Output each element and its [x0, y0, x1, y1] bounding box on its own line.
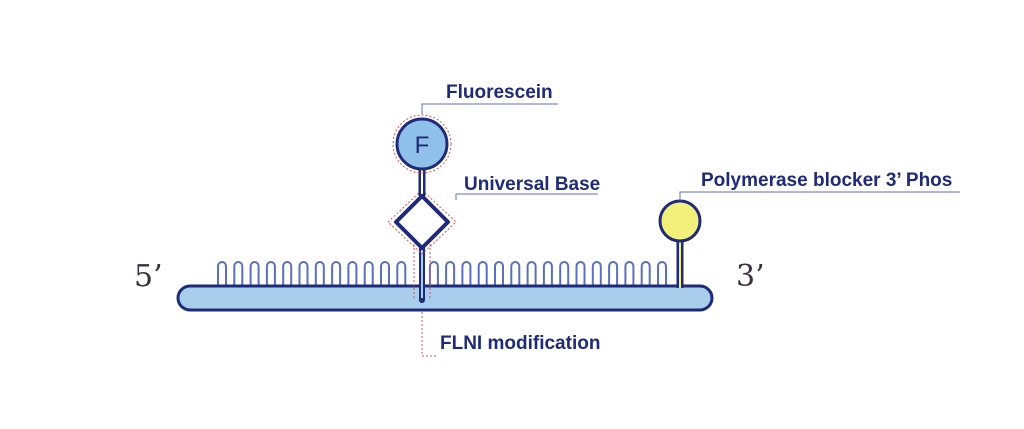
flni-guide-line — [421, 312, 436, 357]
fluorescein-guide-line — [421, 103, 558, 114]
flni-dotted-outline — [413, 236, 431, 300]
universal-base-dotted-outline — [387, 189, 457, 255]
universal-base-guide-line — [455, 193, 598, 200]
blocker-guide-line — [679, 191, 960, 201]
fluorescein-letter: F — [415, 132, 430, 159]
five-prime-label: 5’ — [134, 259, 163, 294]
flni-modification — [413, 236, 431, 303]
fluorescein-marker: F — [392, 114, 452, 174]
polymerase-blocker — [658, 199, 702, 288]
blocker-circle — [658, 199, 702, 243]
oligo-backbone — [176, 284, 714, 312]
universal-base-diamond — [394, 194, 450, 250]
polymerase-blocker-label: Polymerase blocker 3’ Phos — [701, 170, 952, 191]
three-prime-label: 3’ — [736, 259, 765, 294]
flni-modification-label: FLNI modification — [440, 333, 600, 354]
fluorescein-circle — [395, 117, 449, 171]
universal-base-label: Universal Base — [464, 174, 600, 195]
fluorescein-label: Fluorescein — [446, 82, 553, 103]
universal-base — [387, 168, 457, 255]
fluorescein-dotted-outline — [392, 114, 452, 174]
